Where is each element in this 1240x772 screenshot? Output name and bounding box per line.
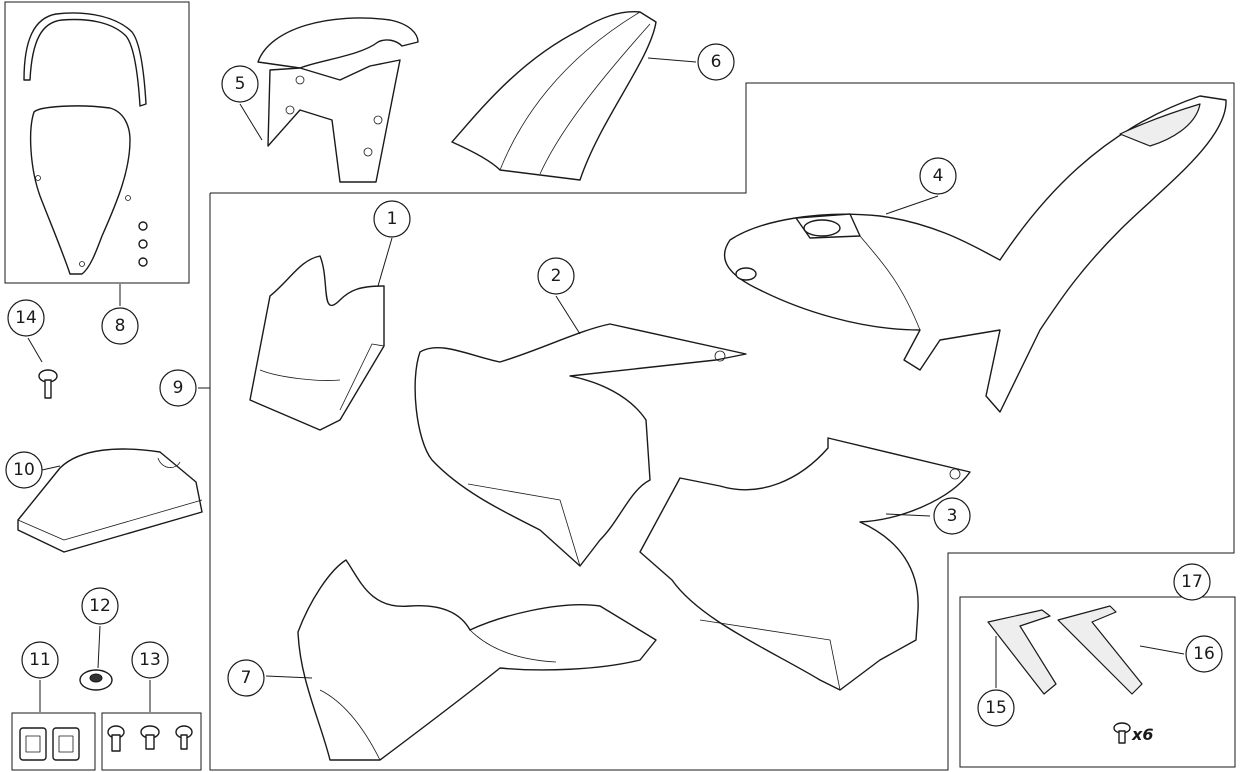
screws-part-13 <box>107 725 193 752</box>
callout-label: 8 <box>115 316 126 336</box>
callout-label: 13 <box>139 650 161 670</box>
callout-label: 16 <box>1193 644 1215 664</box>
front-mudguard-part <box>257 17 419 183</box>
callout-1: 1 <box>373 200 411 238</box>
callout-4: 4 <box>919 157 957 195</box>
callout-label: 15 <box>985 698 1007 718</box>
callout-8: 8 <box>101 307 139 345</box>
callout-14: 14 <box>7 299 45 337</box>
callout-label: 17 <box>1181 572 1203 592</box>
rear-hugger-part <box>451 10 657 181</box>
frame-windscreen-kit <box>4 1 190 284</box>
callout-11: 11 <box>21 641 59 679</box>
callout-10: 10 <box>5 451 43 489</box>
callout-9: 9 <box>159 369 197 407</box>
callout-label: 4 <box>933 166 944 186</box>
leader-lines <box>27 57 1185 712</box>
right-side-fairing-part <box>639 437 971 691</box>
callout-15: 15 <box>977 689 1015 727</box>
frame-main-kit <box>209 82 1235 771</box>
callout-17: 17 <box>1173 563 1211 601</box>
callout-label: 6 <box>711 52 722 72</box>
left-side-fairing-part <box>414 323 747 567</box>
footrest-bracket-part-15 <box>987 609 1057 695</box>
screw-x6-part <box>1113 722 1131 744</box>
frame-footrest-kit <box>959 596 1236 768</box>
footrest-bracket-part-16 <box>1057 605 1143 695</box>
frame-switch-kit <box>11 712 96 771</box>
callout-label: 10 <box>13 460 35 480</box>
callout-13: 13 <box>131 641 169 679</box>
callout-7: 7 <box>227 659 265 697</box>
callout-16: 16 <box>1185 635 1223 673</box>
seat-pad-part <box>17 448 203 553</box>
screw-part-14 <box>38 369 58 399</box>
callout-label: 2 <box>551 266 562 286</box>
windscreen-part <box>23 12 148 275</box>
headlight-fairing-part <box>249 255 385 431</box>
nut-part <box>79 669 113 691</box>
callout-label: 5 <box>235 74 246 94</box>
quantity-label: x6 <box>1131 725 1153 744</box>
callout-label: 14 <box>15 308 37 328</box>
switch-part <box>19 727 80 761</box>
callout-5: 5 <box>221 65 259 103</box>
callout-6: 6 <box>697 43 735 81</box>
callout-label: 12 <box>89 596 111 616</box>
tank-and-seat-part <box>723 95 1227 413</box>
callout-12: 12 <box>81 587 119 625</box>
callout-3: 3 <box>933 497 971 535</box>
callout-label: 9 <box>173 378 184 398</box>
callout-label: 7 <box>241 668 252 688</box>
frame-screw-kit <box>101 712 202 771</box>
callout-label: 1 <box>387 209 398 229</box>
callout-label: 3 <box>947 506 958 526</box>
belly-pan-part <box>297 559 657 761</box>
callout-label: 11 <box>29 650 51 670</box>
callout-2: 2 <box>537 257 575 295</box>
